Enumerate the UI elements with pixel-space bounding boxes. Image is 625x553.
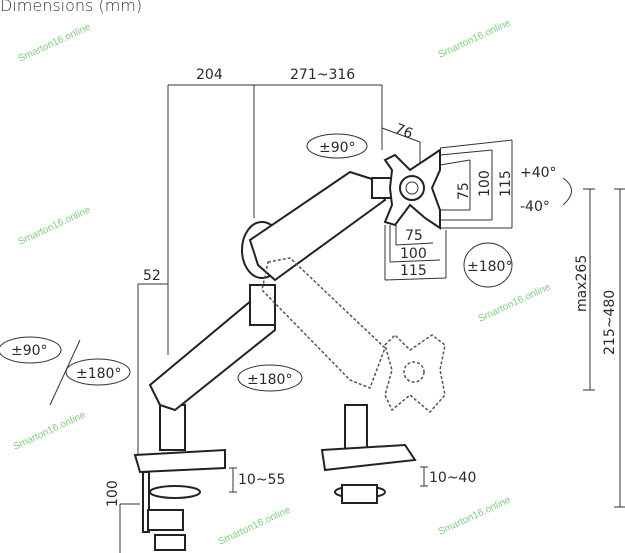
swivel-head: ±180° [467, 259, 512, 275]
dim-clamp-thickness: 10~55 [238, 472, 285, 488]
watermark: Smarton16.online [217, 504, 293, 547]
dim-vesa-h100: 100 [400, 246, 427, 262]
rotate-plate: ±90° [319, 140, 356, 156]
watermark: Smarton16.online [17, 204, 93, 247]
dim-vesa-v75: 75 [456, 182, 472, 200]
watermarks: Smarton16.online Smarton16.online Smarto… [12, 17, 553, 547]
monitor-arm-dashed [261, 257, 446, 414]
dim-vesa-v115: 115 [498, 170, 514, 197]
dim-max-height: max265 [574, 255, 590, 312]
dim-height-range: 215~480 [602, 290, 618, 355]
rotate-base: ±90° [11, 343, 48, 359]
dimension-lines [49, 84, 625, 553]
rotation-indicators [0, 133, 572, 392]
dim-76: 76 [393, 121, 416, 143]
tilt-down: -40° [520, 199, 550, 215]
dim-vesa-h75: 75 [405, 228, 423, 244]
watermark: Smarton16.online [12, 409, 88, 452]
dim-271-316: 271~316 [290, 67, 355, 83]
dim-vesa-v100: 100 [477, 170, 493, 197]
dim-52: 52 [143, 268, 161, 284]
monitor-arm [133, 148, 441, 551]
watermark: Smarton16.online [437, 494, 513, 537]
swivel-base: ±180° [76, 366, 121, 382]
swivel-arm: ±180° [247, 372, 292, 388]
watermark: Smarton16.online [17, 21, 93, 64]
tilt-up: +40° [520, 165, 557, 181]
dim-204: 204 [196, 67, 223, 83]
dim-grommet-thickness: 10~40 [429, 470, 476, 486]
diagram-title: Dimensions (mm) [0, 0, 143, 15]
watermark: Smarton16.online [437, 17, 513, 60]
dim-vesa-h115: 115 [400, 263, 427, 279]
watermark: Smarton16.online [477, 281, 553, 324]
dim-clamp-depth: 100 [105, 480, 121, 507]
